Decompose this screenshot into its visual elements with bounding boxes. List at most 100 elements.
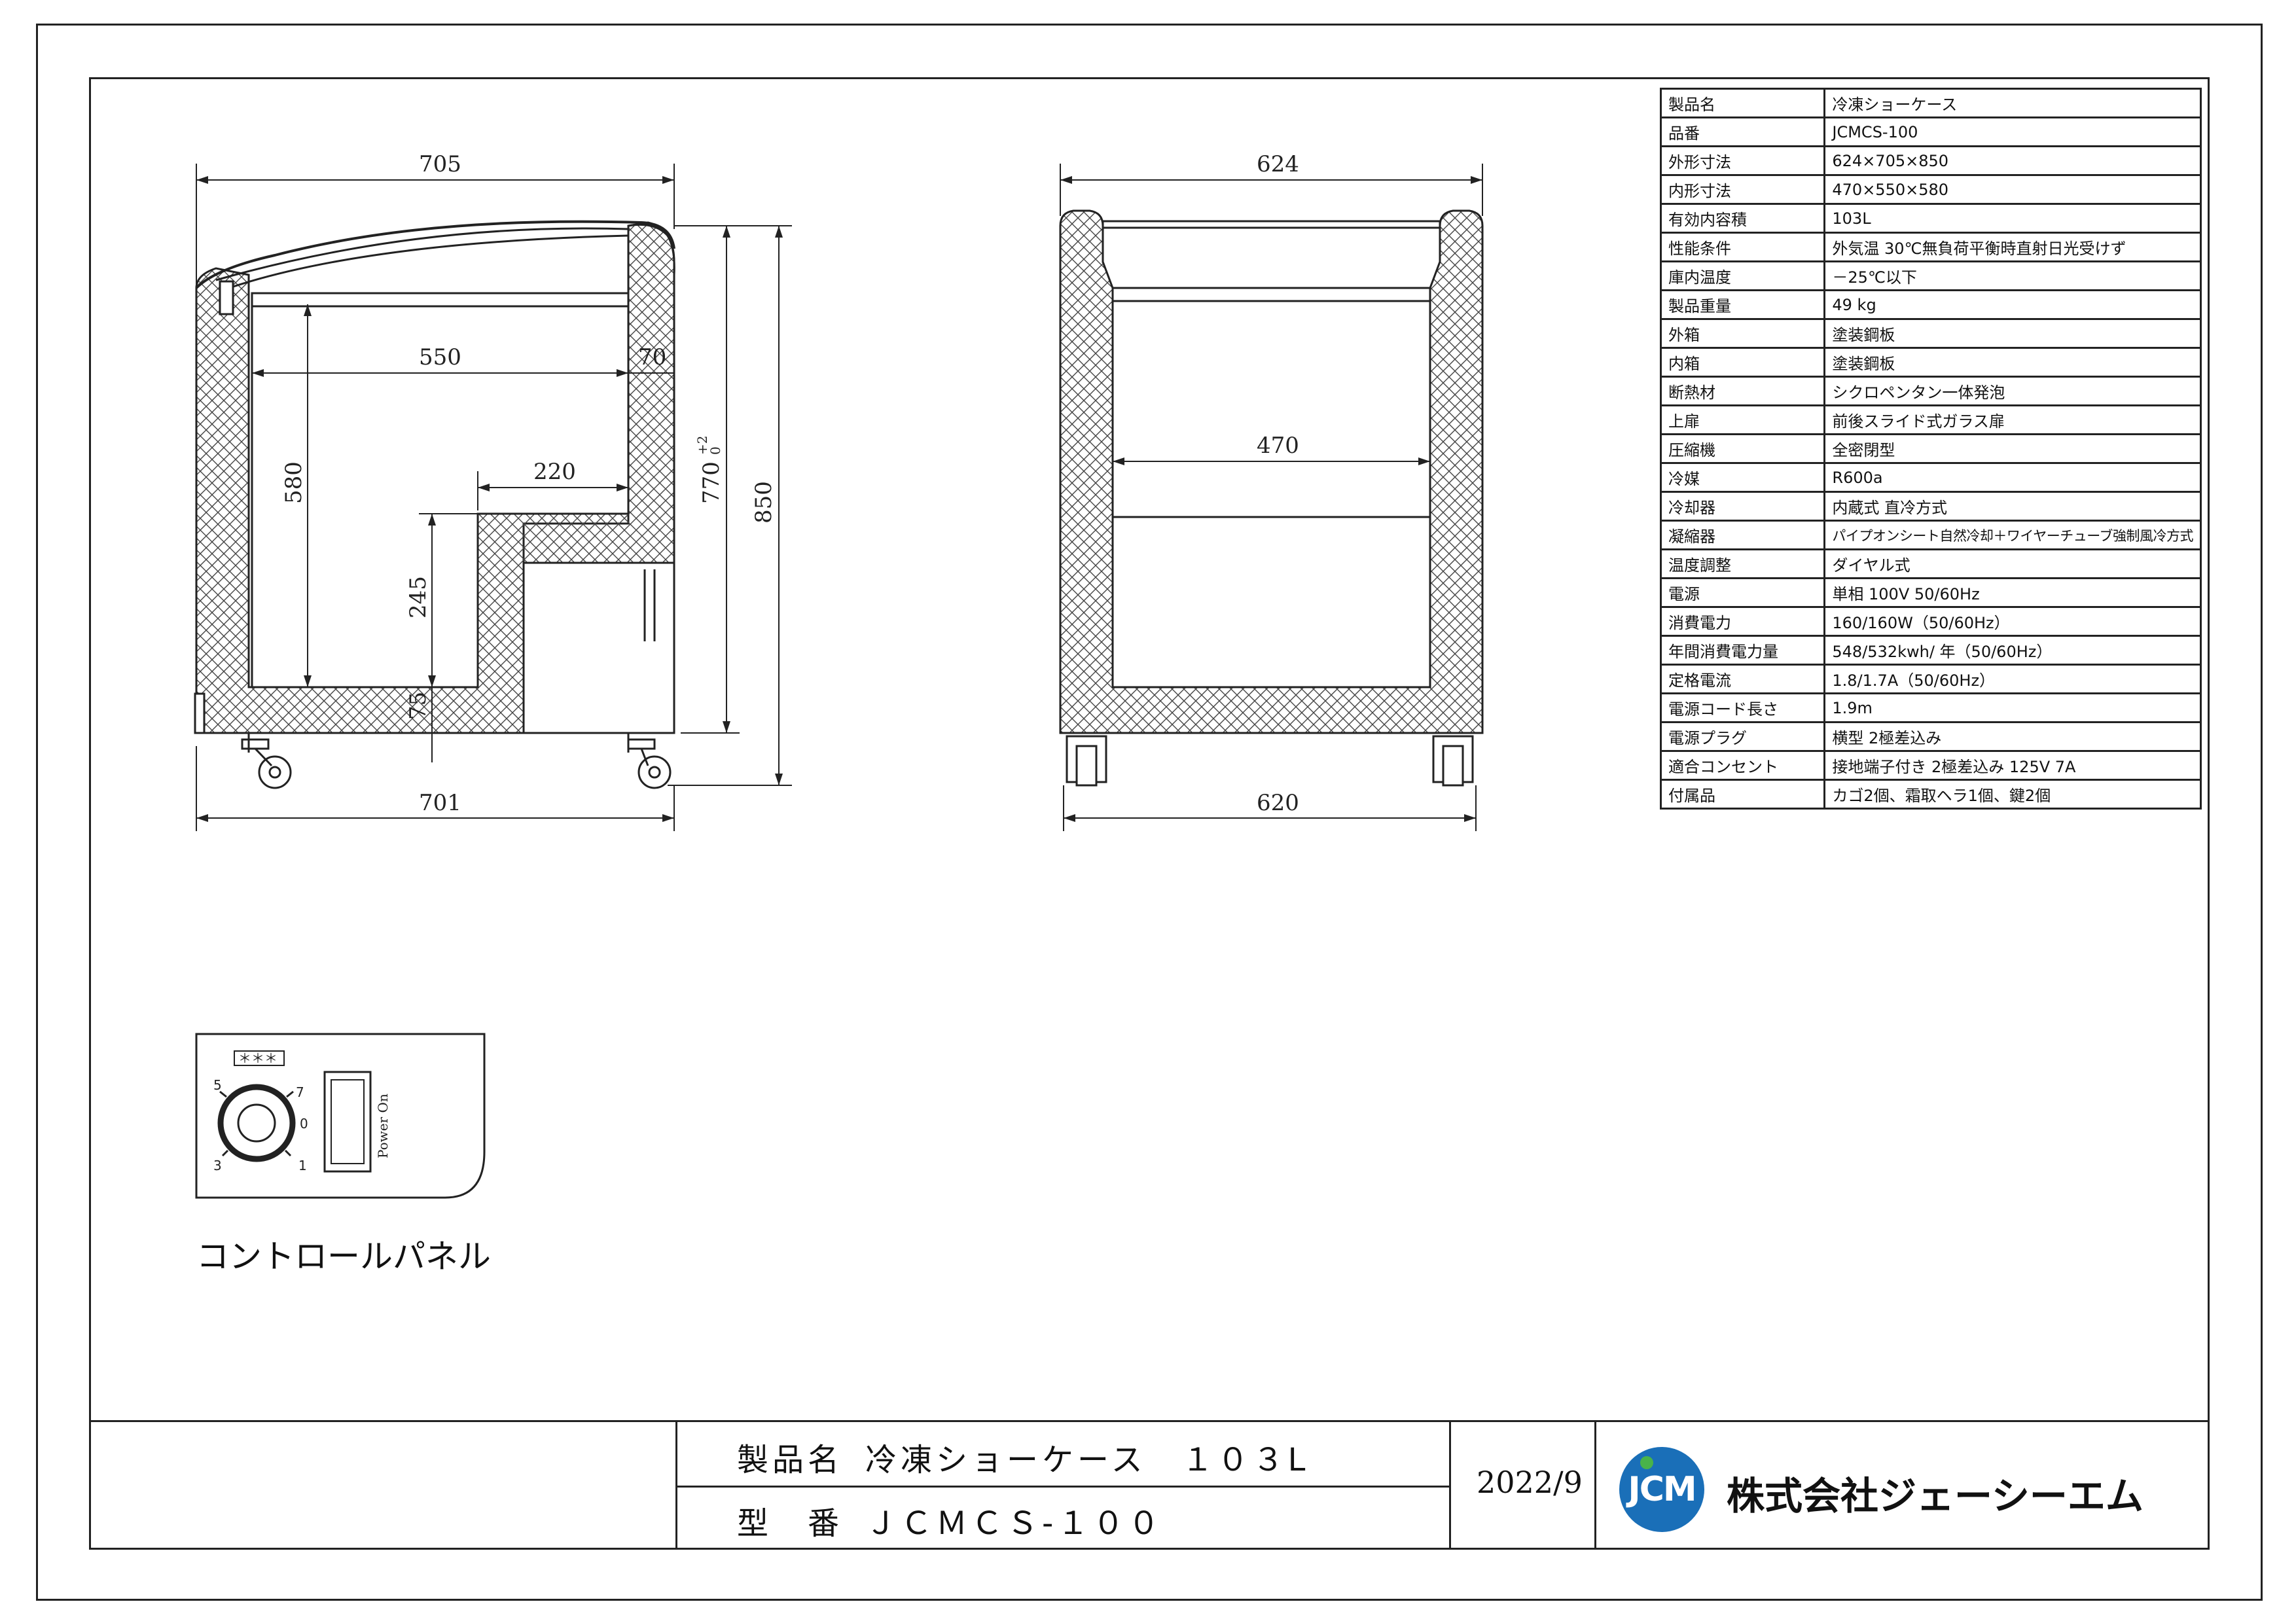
outer-frame xyxy=(36,24,2263,1601)
side-caster-left xyxy=(241,733,292,789)
spec-row: 圧縮機全密閉型 xyxy=(1659,433,2202,464)
dim-580: 580 xyxy=(281,461,307,504)
side-arrows xyxy=(196,176,783,822)
spec-value: 49 kg xyxy=(1823,289,2202,320)
spec-row: 製品名冷凍ショーケース xyxy=(1659,88,2202,118)
spec-value: 全密閉型 xyxy=(1823,433,2202,464)
spec-row: 適合コンセント接地端子付き 2極差込み 125V 7A xyxy=(1659,750,2202,781)
spec-value: シクロペンタン一体発泡 xyxy=(1823,376,2202,406)
spec-row: 庫内温度－25℃以下 xyxy=(1659,260,2202,291)
company-logo: JCM xyxy=(1619,1447,1704,1532)
spec-value: 前後スライド式ガラス扉 xyxy=(1823,404,2202,435)
logo-dot xyxy=(1640,1456,1653,1469)
spec-value: 470×550×580 xyxy=(1823,174,2202,205)
model-value: ＪＣＭＣＳ-１００ xyxy=(865,1505,1164,1542)
spec-value: 外気温 30℃無負荷平衡時直射日光受けず xyxy=(1823,232,2202,262)
spec-row: 電源プラグ横型 2極差込み xyxy=(1659,721,2202,752)
spec-value: 冷凍ショーケース xyxy=(1823,88,2202,118)
front-dimension-lines xyxy=(1060,164,1483,831)
dial-mark-3: 3 xyxy=(213,1158,222,1173)
spec-label: 電源プラグ xyxy=(1659,721,1826,752)
title-divider xyxy=(1594,1422,1596,1550)
side-body-hatch xyxy=(195,223,675,734)
spec-label: 冷媒 xyxy=(1659,462,1826,493)
title-hline xyxy=(675,1486,1449,1488)
spec-value: 1.8/1.7A（50/60Hz） xyxy=(1823,664,2202,694)
spec-value: R600a xyxy=(1823,462,2202,493)
spec-value: パイプオンシート自然冷却＋ワイヤーチューブ強制風冷方式 xyxy=(1823,520,2202,550)
power-switch xyxy=(323,1071,372,1173)
dial-mark-5: 5 xyxy=(213,1077,222,1093)
spec-label: 品番 xyxy=(1659,116,1826,147)
spec-label: 定格電流 xyxy=(1659,664,1826,694)
dim-620: 620 xyxy=(1257,790,1299,816)
spec-value: 1.9m xyxy=(1823,692,2202,723)
dial-mark-7: 7 xyxy=(296,1084,304,1100)
temperature-dial xyxy=(217,1084,296,1162)
spec-value: 単相 100V 50/60Hz xyxy=(1823,577,2202,608)
spec-row: 温度調整ダイヤル式 xyxy=(1659,548,2202,579)
spec-row: 電源単相 100V 50/60Hz xyxy=(1659,577,2202,608)
front-arrows xyxy=(1060,176,1482,822)
spec-row: 外箱塗装鋼板 xyxy=(1659,318,2202,349)
control-panel-caption: コントロールパネル xyxy=(196,1238,491,1275)
spec-row: 断熱材シクロペンタン一体発泡 xyxy=(1659,376,2202,406)
spec-label: 圧縮機 xyxy=(1659,433,1826,464)
spec-label: 断熱材 xyxy=(1659,376,1826,406)
spec-value: 160/160W（50/60Hz） xyxy=(1823,606,2202,637)
dim-770-tol-minus: 0 xyxy=(708,446,723,455)
dim-624: 624 xyxy=(1257,151,1299,177)
spec-label: 適合コンセント xyxy=(1659,750,1826,781)
spec-row: 付属品カゴ2個、霜取ヘラ1個、鍵2個 xyxy=(1659,779,2202,810)
spec-label: 付属品 xyxy=(1659,779,1826,810)
spec-row: 冷却器内蔵式 直冷方式 xyxy=(1659,491,2202,522)
spec-label: 製品名 xyxy=(1659,88,1826,118)
spec-label: 内箱 xyxy=(1659,347,1826,378)
drawing-frame xyxy=(89,77,2210,1550)
model-label: 型 番 xyxy=(737,1505,844,1542)
dim-550: 550 xyxy=(419,344,461,370)
spec-label: 電源 xyxy=(1659,577,1826,608)
spec-label: 製品重量 xyxy=(1659,289,1826,320)
spec-label: 庫内温度 xyxy=(1659,260,1826,291)
spec-row: 上扉前後スライド式ガラス扉 xyxy=(1659,404,2202,435)
front-caster-right xyxy=(1432,735,1474,787)
title-divider xyxy=(1449,1422,1451,1550)
drawing-date: 2022/9 xyxy=(1477,1465,1583,1500)
spec-value: 103L xyxy=(1823,203,2202,234)
product-name-label: 製品名 xyxy=(737,1442,844,1478)
spec-value: －25℃以下 xyxy=(1823,260,2202,291)
spec-value: 塗装鋼板 xyxy=(1823,347,2202,378)
dim-220: 220 xyxy=(533,459,576,485)
stars-indicator xyxy=(234,1050,285,1066)
spec-label: 年間消費電力量 xyxy=(1659,635,1826,666)
spec-value: 塗装鋼板 xyxy=(1823,318,2202,349)
power-on-label: Power On xyxy=(375,1094,391,1158)
title-block: 製品名 冷凍ショーケース １０３L 型 番 ＪＣＭＣＳ-１００ 2022/9 J… xyxy=(89,1420,2210,1550)
company-name: 株式会社ジェーシーエム xyxy=(1727,1474,2144,1518)
spec-value: 横型 2極差込み xyxy=(1823,721,2202,752)
dim-245: 245 xyxy=(405,576,431,618)
spec-label: 性能条件 xyxy=(1659,232,1826,262)
spec-label: 温度調整 xyxy=(1659,548,1826,579)
control-panel xyxy=(195,1033,486,1199)
spec-row: 内箱塗装鋼板 xyxy=(1659,347,2202,378)
spec-label: 外箱 xyxy=(1659,318,1826,349)
dim-70: 70 xyxy=(638,344,666,370)
side-caster-right xyxy=(627,733,672,789)
spec-value: 548/532kwh/ 年（50/60Hz） xyxy=(1823,635,2202,666)
front-caster-left xyxy=(1066,735,1107,787)
spec-label: 上扉 xyxy=(1659,404,1826,435)
dim-770: 770 xyxy=(698,461,725,504)
spec-value: 624×705×850 xyxy=(1823,145,2202,176)
spec-value: ダイヤル式 xyxy=(1823,548,2202,579)
spec-label: 冷却器 xyxy=(1659,491,1826,522)
